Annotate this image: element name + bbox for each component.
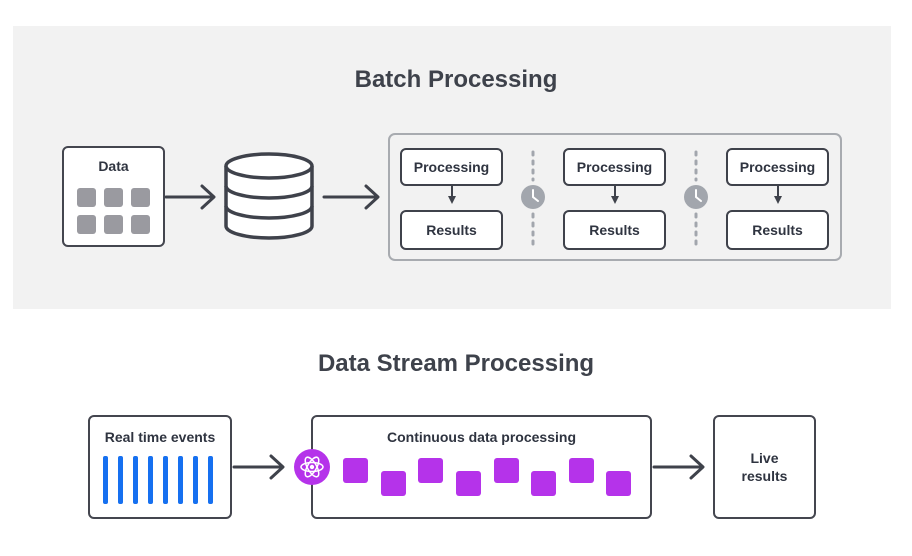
continuous-processing-box: Continuous data processing <box>311 415 652 519</box>
clock-icon <box>521 185 545 209</box>
arrow-processing-to-results <box>652 454 705 480</box>
processing-box-2: Processing <box>563 148 666 186</box>
processing-box-3: Processing <box>726 148 829 186</box>
processing-box-1: Processing <box>400 148 503 186</box>
stream-processing-title: Data Stream Processing <box>317 350 595 377</box>
real-time-events-label: Real time events <box>104 429 216 445</box>
clock-icon <box>684 185 708 209</box>
arrow-database-to-stages <box>322 184 380 210</box>
batch-processing-title: Batch Processing <box>354 66 558 93</box>
atom-icon <box>294 449 330 485</box>
arrow-data-to-database <box>164 184 216 210</box>
real-time-events-box: Real time events <box>88 415 232 519</box>
live-results-box: Live results <box>713 415 816 519</box>
arrow-events-to-processing <box>232 454 285 480</box>
database-icon <box>224 152 314 240</box>
batch-stage-group: Processing Results Processing Results Pr… <box>388 133 842 261</box>
results-box-3: Results <box>726 210 829 250</box>
live-results-label: Live results <box>741 450 788 484</box>
continuous-processing-label: Continuous data processing <box>386 429 576 445</box>
data-box-label: Data <box>98 158 129 174</box>
data-box: Data <box>62 146 165 247</box>
results-box-2: Results <box>563 210 666 250</box>
results-box-1: Results <box>400 210 503 250</box>
